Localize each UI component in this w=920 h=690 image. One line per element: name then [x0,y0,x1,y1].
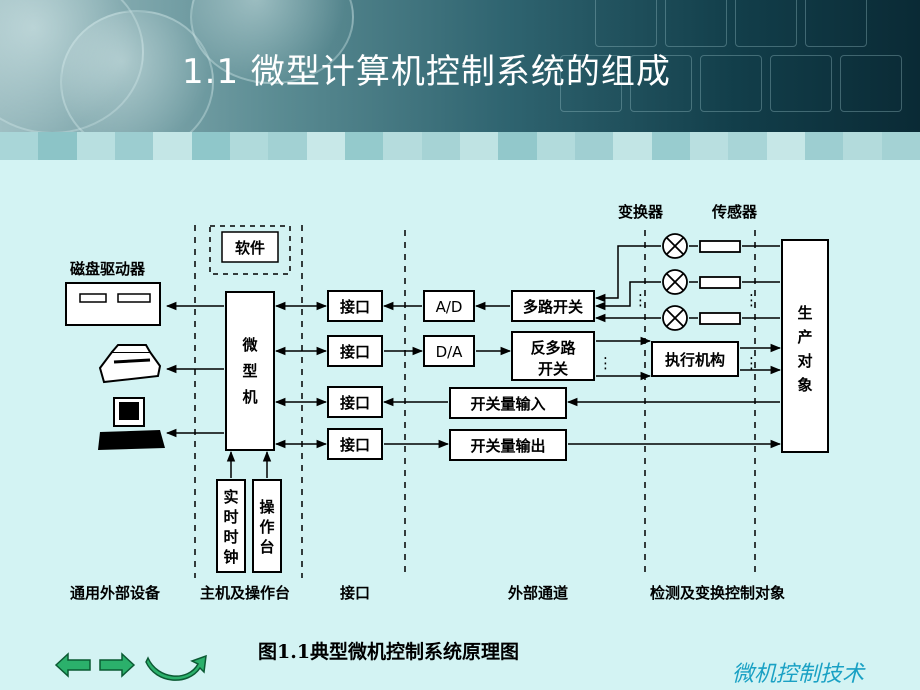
svg-text:⋮: ⋮ [633,291,648,309]
switch-input-label: 开关量输入 [470,395,545,413]
multiplexer-box [511,290,595,322]
da-converter-box [423,335,475,367]
converter-label: 变换器 [618,203,664,221]
sensor-box-3 [699,312,741,325]
console-box [252,479,282,573]
microcomputer-label-3: 机 [242,388,257,406]
converter-icon-2 [662,269,688,295]
process-label-4: 象 [797,376,812,394]
section-label-host: 主机及操作台 [200,584,290,602]
switch-input-box [449,387,567,419]
microcomputer-box [225,291,275,451]
decorative-band [0,132,920,160]
disk-drive-label: 磁盘驱动器 [70,260,146,278]
microcomputer-label-1: 微 [241,336,258,354]
return-button[interactable] [144,652,208,682]
ad-converter-label: A/D [436,298,463,316]
section-label-detection: 检测及变换控制对象 [650,584,785,602]
interface-box-2 [327,335,383,367]
left-arrow-icon [54,652,91,678]
sensor-box-1 [699,240,741,253]
actuator-label: 执行机构 [665,351,725,369]
section-label-peripherals: 通用外部设备 [70,584,161,602]
converter-icon-1 [662,233,688,259]
process-label-1: 生 [797,304,812,322]
section-label-interface: 接口 [340,584,370,602]
sensor-box-2 [699,276,741,289]
return-arrow-icon [145,654,207,681]
demultiplexer-label-2: 开关 [538,360,568,378]
interface-label-4: 接口 [340,436,370,454]
interface-label-3: 接口 [340,394,370,412]
process-label-2: 产 [797,328,812,346]
software-box [209,225,291,275]
demultiplexer-label-1: 反多路 [530,339,576,357]
realtime-clock-label-4: 钟 [223,548,238,566]
disk-drive-icon [65,282,161,326]
process-label-3: 对 [797,352,812,370]
printer-icon [98,344,162,384]
realtime-clock-box [216,479,246,573]
console-label-1: 操 [259,498,275,516]
da-converter-label: D/A [436,343,464,361]
interface-box-4 [327,428,383,460]
interface-box-3 [327,386,383,418]
ad-converter-box [423,290,475,322]
realtime-clock-label-3: 时 [223,528,238,546]
microcomputer-label-2: 型 [242,362,257,380]
sensor-label: 传感器 [711,203,758,221]
figure-caption: 图1.1典型微机控制系统原理图 [258,641,520,663]
terminal-icon [98,397,165,450]
realtime-clock-label-1: 实 [223,488,238,506]
svg-text:⋮: ⋮ [598,354,613,372]
svg-text:⋮: ⋮ [744,354,759,372]
realtime-clock-label-2: 时 [223,508,238,526]
switch-output-box [449,429,567,461]
multiplexer-label: 多路开关 [523,298,583,316]
demultiplexer-box [511,331,595,381]
actuator-box [651,341,739,377]
prev-slide-button[interactable] [54,652,92,678]
interface-label-1: 接口 [340,298,370,316]
right-arrow-icon [99,652,136,678]
header-banner: 1.1 微型计算机控制系统的组成 [0,0,920,132]
switch-output-label: 开关量输出 [470,437,545,455]
software-label: 软件 [235,239,265,257]
svg-text:⋮: ⋮ [744,291,759,309]
interface-label-2: 接口 [340,343,370,361]
interface-box-1 [327,290,383,322]
course-name: 微机控制技术 [731,662,864,687]
console-label-2: 作 [259,518,274,536]
converter-icon-3 [662,305,688,331]
slide-title: 1.1 微型计算机控制系统的组成 [182,52,671,92]
production-process-box [781,239,829,453]
console-label-3: 台 [259,538,274,556]
next-slide-button[interactable] [98,652,136,678]
section-label-channels: 外部通道 [507,584,568,602]
